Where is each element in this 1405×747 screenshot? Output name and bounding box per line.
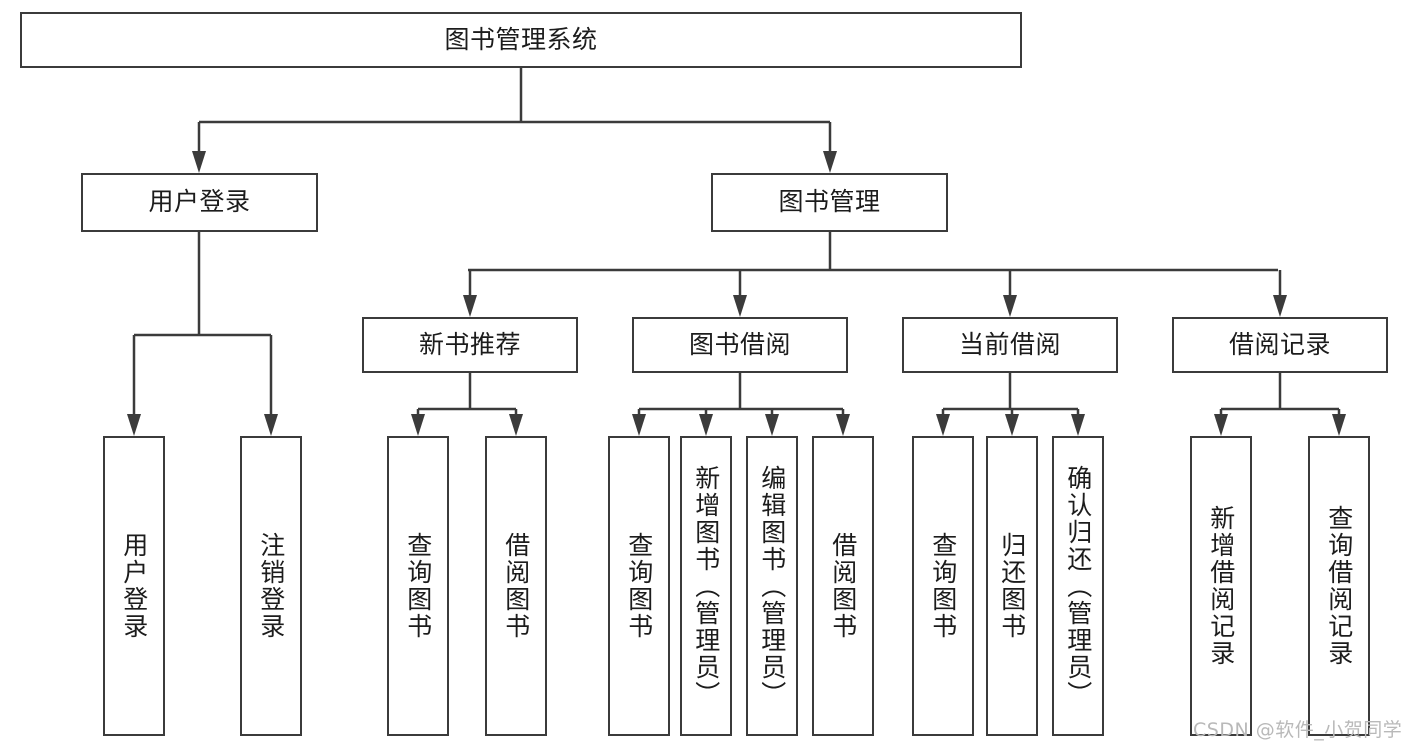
node-label: 图书管理 [778,187,881,217]
arrowhead-icon [1332,414,1346,436]
node-label: 用户登录 [119,532,149,640]
node-leaf-user-logout[interactable]: 注销登录 [240,436,302,736]
arrowhead-icon [411,414,425,436]
node-label: 借阅图书 [501,532,531,640]
arrowhead-icon [733,295,747,317]
node-label: 查询图书 [403,532,433,640]
node-label: 查询图书 [624,532,654,640]
node-leaf-query-record[interactable]: 查询借阅记录 [1308,436,1370,736]
node-label: 用户登录 [148,187,251,217]
arrowhead-icon [936,414,950,436]
node-label: 注销登录 [256,532,286,640]
node-leaf-confirm-return[interactable]: 确认归还（管理员） [1052,436,1104,736]
node-label: 归还图书 [997,532,1027,640]
arrowhead-icon [192,151,206,173]
node-label: 图书借阅 [688,329,791,359]
arrowhead-icon [509,414,523,436]
node-leaf-query-book-2[interactable]: 查询图书 [608,436,670,736]
node-label: 查询图书 [928,532,958,640]
node-label: 编辑图书（管理员） [757,464,787,708]
node-label: 确认归还（管理员） [1063,464,1093,708]
arrowhead-icon [1214,414,1228,436]
arrowhead-icon [699,414,713,436]
arrowhead-icon [264,414,278,436]
arrowhead-icon [836,414,850,436]
node-user-login[interactable]: 用户登录 [81,173,318,232]
node-root[interactable]: 图书管理系统 [20,12,1022,68]
node-leaf-add-book[interactable]: 新增图书（管理员） [680,436,732,736]
arrowhead-icon [632,414,646,436]
node-leaf-borrow-book-1[interactable]: 借阅图书 [485,436,547,736]
node-label: 查询借阅记录 [1324,505,1354,667]
node-leaf-query-book-1[interactable]: 查询图书 [387,436,449,736]
node-borrow-record[interactable]: 借阅记录 [1172,317,1388,373]
node-current-borrow[interactable]: 当前借阅 [902,317,1118,373]
node-label: 借阅图书 [828,532,858,640]
arrowhead-icon [1071,414,1085,436]
arrowhead-icon [127,414,141,436]
node-leaf-add-record[interactable]: 新增借阅记录 [1190,436,1252,736]
node-label: 图书管理系统 [444,24,598,54]
node-label: 借阅记录 [1228,329,1331,359]
node-new-book-rec[interactable]: 新书推荐 [362,317,578,373]
node-leaf-user-login[interactable]: 用户登录 [103,436,165,736]
node-label: 当前借阅 [958,329,1061,359]
node-label: 新增图书（管理员） [691,464,721,708]
node-book-borrow[interactable]: 图书借阅 [632,317,848,373]
arrowhead-icon [765,414,779,436]
node-label: 新增借阅记录 [1206,505,1236,667]
node-leaf-return-book[interactable]: 归还图书 [986,436,1038,736]
node-label: 新书推荐 [418,329,521,359]
node-leaf-query-book-3[interactable]: 查询图书 [912,436,974,736]
arrowhead-icon [1273,295,1287,317]
node-leaf-borrow-book-2[interactable]: 借阅图书 [812,436,874,736]
arrowhead-icon [823,151,837,173]
arrowhead-icon [463,295,477,317]
node-book-manage[interactable]: 图书管理 [711,173,948,232]
arrowhead-icon [1003,295,1017,317]
arrowhead-icon [1005,414,1019,436]
node-leaf-edit-book[interactable]: 编辑图书（管理员） [746,436,798,736]
